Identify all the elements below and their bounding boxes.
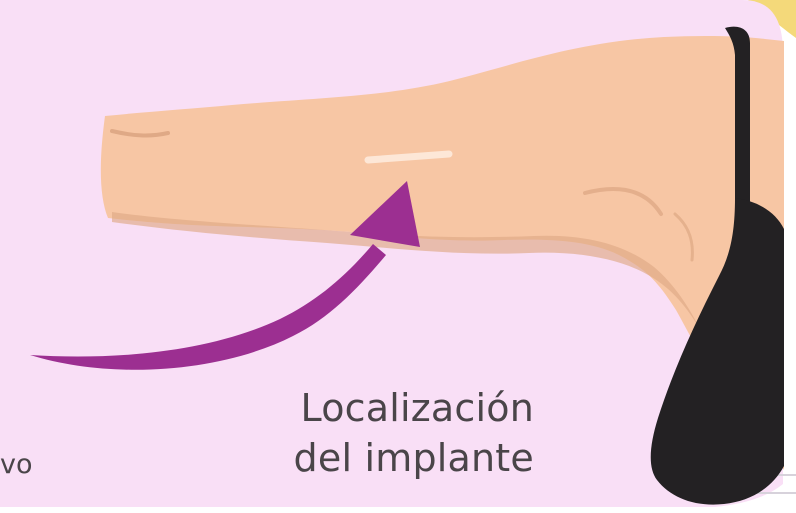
implant-location-label-line-2: del implante [294,433,534,483]
implant-location-label: Localización del implante [294,383,534,483]
partial-edge-text: vo [0,448,33,482]
implant-location-label-line-1: Localización [294,383,534,433]
